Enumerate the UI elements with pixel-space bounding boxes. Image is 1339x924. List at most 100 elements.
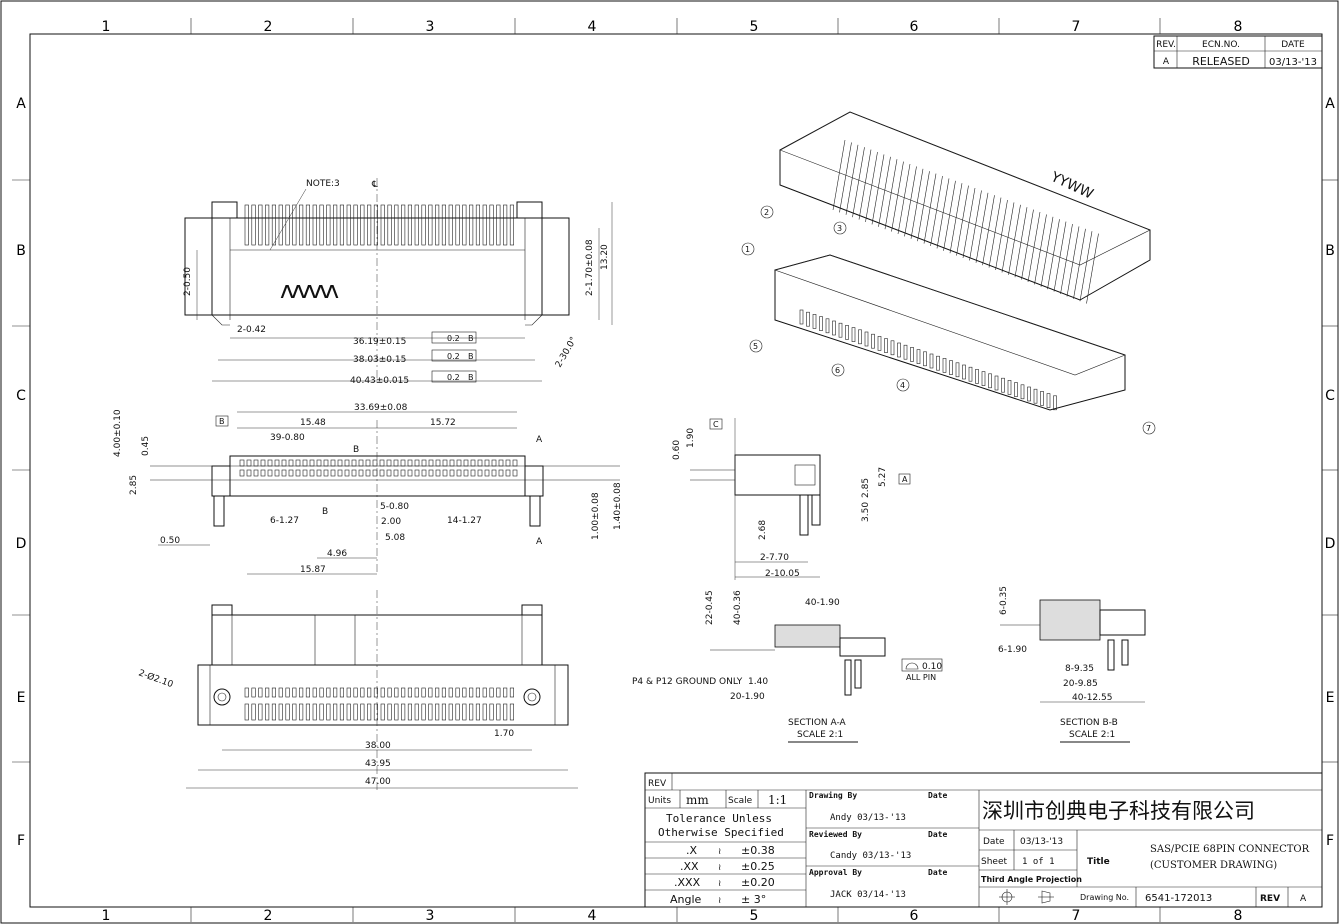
iso-pin bbox=[1053, 221, 1067, 292]
dim-front-w: 33.69±0.08 bbox=[354, 403, 408, 413]
iso-pin bbox=[917, 171, 930, 242]
svg-text:≀: ≀ bbox=[718, 879, 721, 889]
tb-approval-by-label: Approval By bbox=[809, 868, 862, 877]
front-pin bbox=[470, 469, 476, 477]
tb-company: 深圳市创典电子科技有限公司 bbox=[982, 799, 1255, 823]
top-pin bbox=[489, 204, 494, 246]
row-label: E bbox=[1326, 690, 1335, 706]
dim-top-6: 2-1.70±0.08 bbox=[585, 239, 595, 296]
bottom-pin bbox=[353, 703, 358, 721]
front-pin bbox=[253, 459, 259, 467]
col-label: 3 bbox=[426, 908, 435, 924]
bottom-pin bbox=[428, 687, 433, 698]
bottom-pin bbox=[496, 703, 501, 721]
dim-aa-note: P4 & P12 GROUND ONLY bbox=[632, 677, 743, 687]
top-pin bbox=[455, 204, 460, 246]
tb-date-row-label: Date bbox=[983, 837, 1005, 847]
iso-pin bbox=[969, 190, 982, 261]
svg-text:B: B bbox=[468, 352, 474, 361]
top-pin bbox=[312, 204, 317, 246]
iso-pin bbox=[1073, 228, 1086, 299]
row-label: F bbox=[1326, 833, 1334, 849]
dim-bottom-holes: 2-Ø2.10 bbox=[137, 667, 175, 690]
iso-lower-pin bbox=[845, 325, 849, 340]
top-pin bbox=[407, 204, 413, 246]
iso-lower-pin bbox=[832, 320, 836, 336]
col-label: 5 bbox=[750, 908, 759, 924]
col-label: 1 bbox=[102, 19, 111, 35]
dim-side-1005: 2-10.05 bbox=[765, 569, 800, 579]
iso-pin bbox=[897, 163, 911, 235]
iso-pin bbox=[891, 161, 904, 232]
callout-1: 1 bbox=[745, 245, 750, 254]
top-view: ʌʌʌʌʌ ℄ NOTE:3 36.19±0.15 38.03±0.15 40.… bbox=[183, 178, 613, 386]
title-block: REV Units mm Scale 1:1 Tolerance Unless … bbox=[644, 772, 1323, 908]
bottom-pin bbox=[462, 703, 467, 721]
tb-approval-by: JACK 03/14-'13 bbox=[830, 890, 906, 900]
front-pin bbox=[449, 469, 455, 477]
top-pin-row bbox=[244, 204, 515, 246]
front-pin bbox=[414, 469, 420, 477]
iso-pin bbox=[1027, 211, 1041, 283]
bottom-pin bbox=[244, 703, 249, 721]
mount-hole-right bbox=[523, 688, 541, 706]
front-pin bbox=[428, 469, 434, 477]
dim-bb-6190: 6-1.90 bbox=[998, 645, 1027, 655]
iso-pin bbox=[1060, 223, 1073, 295]
iso-pin bbox=[878, 156, 891, 227]
front-pin bbox=[337, 469, 343, 477]
iso-pin bbox=[949, 183, 963, 254]
svg-text:B: B bbox=[468, 334, 474, 343]
tb-rev-label: REV bbox=[648, 779, 667, 789]
iso-lower-pin bbox=[936, 355, 940, 371]
mount-hole-left bbox=[213, 688, 231, 706]
front-pin bbox=[323, 469, 329, 477]
iso-lower-pin bbox=[955, 362, 960, 378]
dim-top-8: 2-30.0° bbox=[554, 335, 579, 369]
iso-lower-pin bbox=[1020, 384, 1025, 400]
iso-pin bbox=[1066, 226, 1080, 297]
bottom-pin bbox=[244, 687, 249, 698]
top-pin bbox=[360, 204, 365, 246]
dim-aa-40190: 40-1.90 bbox=[805, 598, 840, 608]
iso-pin bbox=[1001, 202, 1015, 273]
bottom-pin bbox=[469, 703, 474, 721]
front-pin bbox=[414, 459, 420, 467]
iso-pin bbox=[1040, 216, 1054, 287]
bottom-pin bbox=[401, 687, 406, 698]
svg-text:≀: ≀ bbox=[718, 847, 721, 857]
top-pin bbox=[469, 204, 474, 246]
iso-pin bbox=[923, 173, 937, 244]
dim-front-p6: 6-1.27 bbox=[270, 516, 299, 526]
iso-lower-pin bbox=[838, 322, 843, 338]
tb-date-value: 03/13-'13 bbox=[1020, 837, 1063, 847]
iso-lower-pin bbox=[1014, 382, 1018, 397]
front-pin bbox=[302, 469, 308, 477]
bottom-pin bbox=[380, 687, 385, 698]
bottom-pin bbox=[292, 703, 297, 721]
dim-top-7: 13.20 bbox=[600, 244, 610, 270]
bottom-pin bbox=[312, 703, 317, 721]
row-label: E bbox=[17, 690, 26, 706]
iso-lower-pin bbox=[981, 371, 986, 386]
bottom-pin bbox=[319, 703, 324, 721]
iso-lower-pin bbox=[1040, 391, 1044, 406]
svg-text:≀: ≀ bbox=[718, 896, 721, 906]
row-label: B bbox=[1325, 243, 1335, 259]
svg-text:0.2: 0.2 bbox=[447, 373, 460, 382]
front-pin bbox=[239, 459, 245, 467]
front-pin bbox=[498, 459, 504, 467]
bottom-pin bbox=[305, 687, 311, 698]
dim-side-350: 3.50 bbox=[861, 502, 871, 522]
section-b-b: 6-0.35 6-1.90 8-9.35 20-9.85 40-12.55 SE… bbox=[998, 586, 1146, 743]
col-label: 3 bbox=[426, 19, 435, 35]
datum-a: A bbox=[902, 475, 908, 484]
svg-text:Date: Date bbox=[928, 830, 947, 839]
iso-pin bbox=[936, 178, 950, 249]
front-pin bbox=[393, 459, 399, 467]
top-pin bbox=[251, 204, 256, 246]
top-pin bbox=[292, 204, 297, 246]
front-pin bbox=[421, 469, 427, 477]
